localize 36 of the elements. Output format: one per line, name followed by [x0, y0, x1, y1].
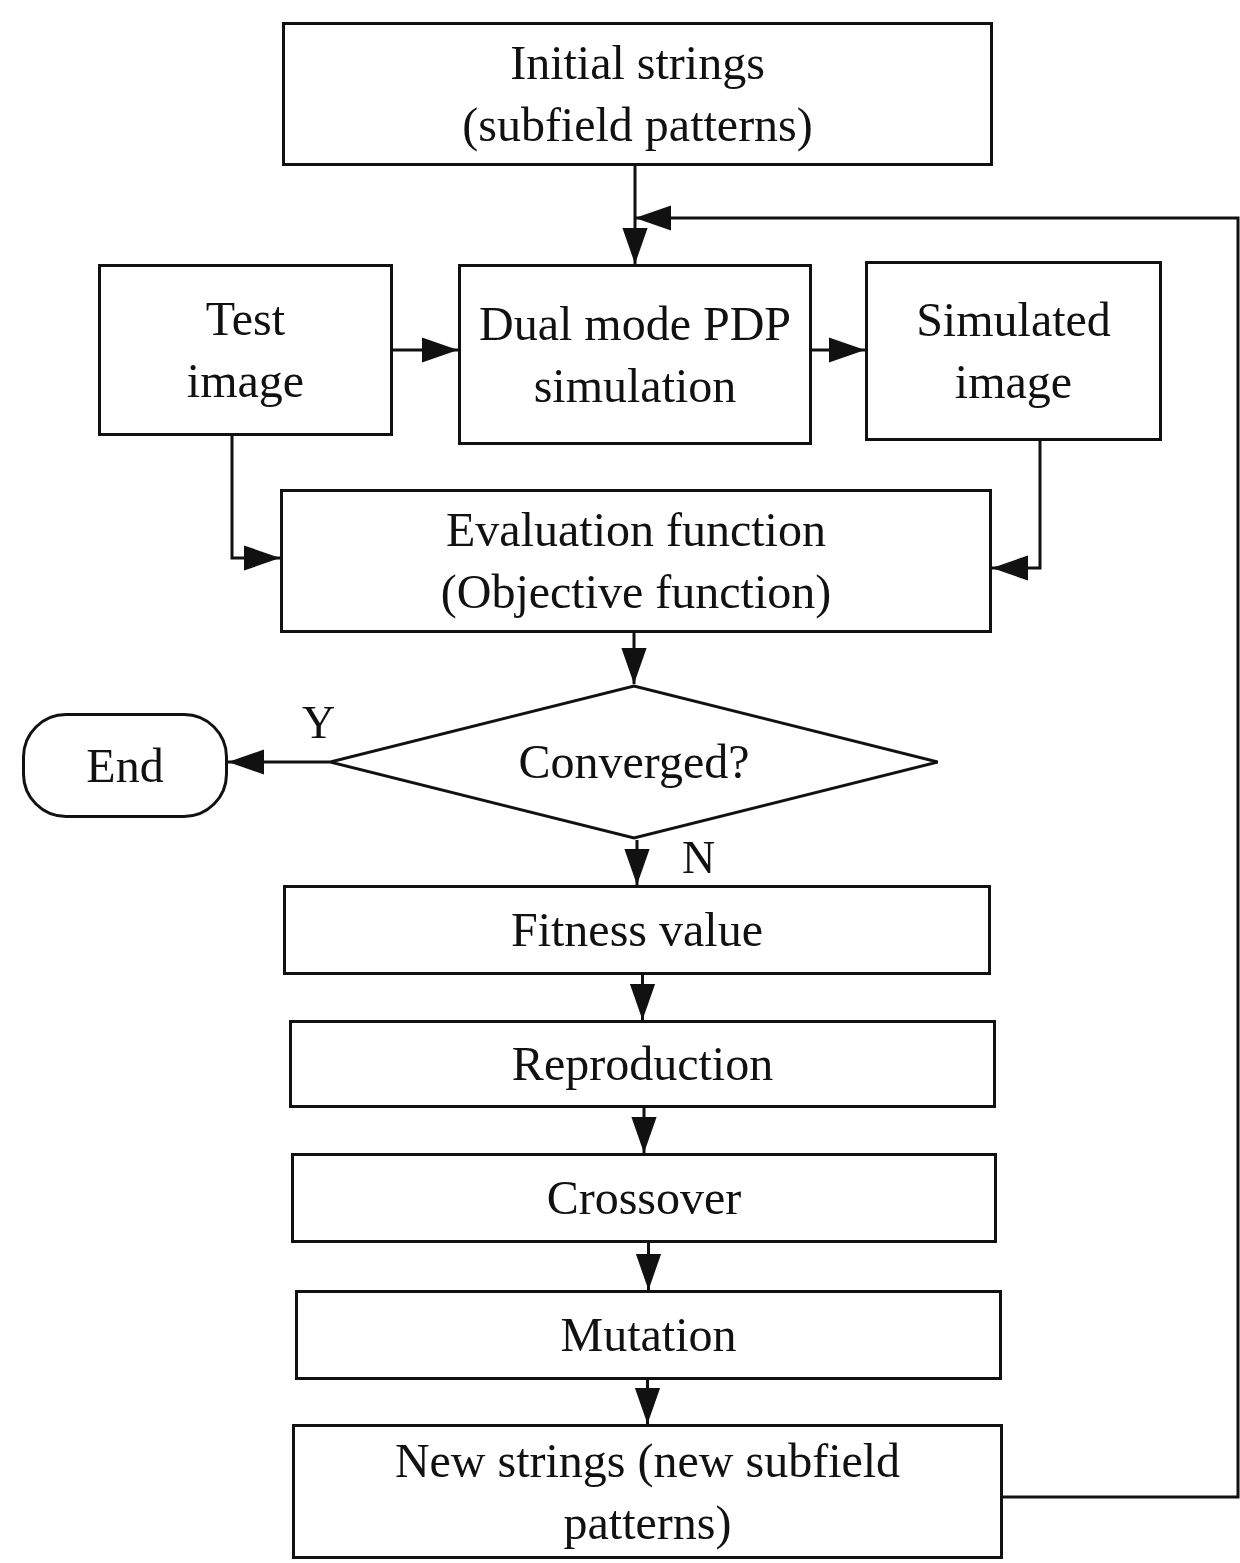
node-text: Evaluation function (Objective function)	[439, 502, 833, 620]
arrow	[624, 840, 650, 885]
process-box	[865, 261, 1162, 441]
process-box	[282, 22, 993, 166]
terminator-box	[22, 713, 228, 818]
arrow	[635, 1243, 662, 1290]
arrow	[629, 975, 656, 1020]
node-text: Mutation	[560, 1307, 737, 1363]
arrow	[634, 1380, 661, 1424]
process-box	[458, 264, 812, 445]
process-box	[292, 1424, 1003, 1559]
process-box	[289, 1020, 996, 1108]
node-text: Test image	[185, 291, 306, 409]
arrow	[622, 166, 648, 264]
node-text: Fitness value	[511, 902, 763, 958]
node-text: New strings (new subfield patterns)	[393, 1432, 902, 1552]
process-box	[280, 489, 992, 633]
arrow	[635, 205, 1240, 1499]
arrow	[230, 436, 280, 571]
node-text: Initial strings (subfield patterns)	[461, 35, 814, 154]
arrow	[812, 337, 865, 363]
node-text: Crossover	[546, 1170, 742, 1226]
arrow	[393, 337, 458, 363]
arrow	[228, 749, 330, 775]
node-text: Simulated image	[915, 292, 1112, 410]
node-text: Dual mode PDP simulation	[478, 295, 792, 414]
arrow	[992, 441, 1042, 581]
process-box	[283, 885, 991, 975]
process-box	[291, 1153, 997, 1243]
node-text: Converged?	[518, 734, 750, 790]
arrow	[631, 1108, 657, 1153]
arrow	[621, 633, 647, 684]
node-text: Reproduction	[511, 1036, 774, 1092]
process-box	[98, 264, 393, 436]
process-box	[295, 1290, 1002, 1380]
node-text: End	[86, 737, 164, 794]
